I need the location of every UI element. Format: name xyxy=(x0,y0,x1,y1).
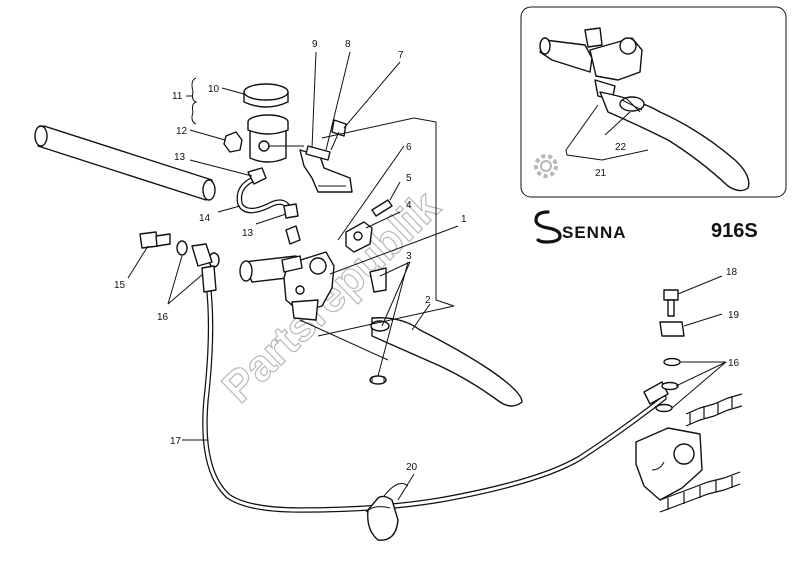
callout-15: 15 xyxy=(114,280,126,291)
callout-12: 12 xyxy=(176,126,188,137)
brand-label: SENNA xyxy=(562,223,627,242)
watermark-text: Partsrepublik xyxy=(213,181,450,412)
callout-4: 4 xyxy=(406,200,412,211)
callout-18: 18 xyxy=(726,267,738,278)
senna-lever-inset: 22 21 xyxy=(520,6,787,198)
banjo-bolt xyxy=(139,231,171,249)
callout-17: 17 xyxy=(170,436,182,447)
senna-logo: SENNA xyxy=(534,210,627,244)
callout-labels: 1 2 3 4 5 6 7 8 9 10 11 12 13 13 14 15 1… xyxy=(114,39,740,473)
callout-16-right: 16 xyxy=(728,358,740,369)
fluid-reservoir xyxy=(247,114,304,163)
callout-19: 19 xyxy=(728,310,740,321)
handlebar-tube xyxy=(34,125,216,201)
callout-9: 9 xyxy=(312,39,318,50)
slave-cylinder-area xyxy=(635,427,703,501)
callout-13-lower: 13 xyxy=(242,228,254,239)
clutch-lever xyxy=(370,317,523,407)
callout-20: 20 xyxy=(406,462,418,473)
reservoir-cap xyxy=(243,83,289,108)
clutch-master-cylinder xyxy=(239,251,335,321)
reservoir-hose xyxy=(236,175,293,215)
callout-14: 14 xyxy=(199,213,211,224)
gear-watermark-icon xyxy=(534,154,558,178)
callout-11: 11 xyxy=(172,91,183,102)
callout-22: 22 xyxy=(615,142,627,153)
callout-3: 3 xyxy=(406,251,412,262)
callout-10: 10 xyxy=(208,84,220,95)
hose-guide-clip xyxy=(365,483,409,541)
hydraulic-line xyxy=(202,279,667,513)
callout-13-upper: 13 xyxy=(174,152,186,163)
callout-8: 8 xyxy=(345,39,351,50)
callout-2: 2 xyxy=(425,295,431,306)
reservoir-bracket xyxy=(299,149,353,193)
callout-21: 21 xyxy=(595,168,607,179)
drive-chain xyxy=(659,393,743,513)
callout-16-left: 16 xyxy=(157,312,169,323)
callout-6: 6 xyxy=(406,142,412,153)
callout-1: 1 xyxy=(461,214,467,225)
model-label: 916S xyxy=(711,220,758,242)
callout-5: 5 xyxy=(406,173,412,184)
callout-7: 7 xyxy=(398,50,404,61)
